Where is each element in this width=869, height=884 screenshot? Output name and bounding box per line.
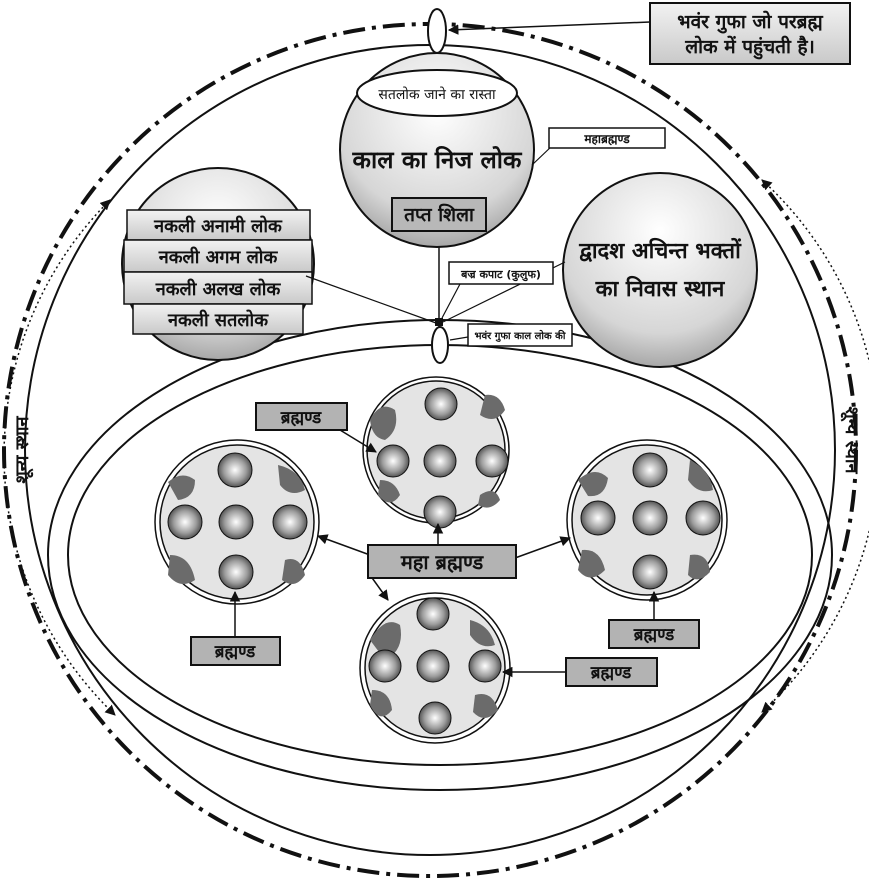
gufa-pointer-line xyxy=(447,21,651,35)
planet xyxy=(217,452,253,488)
mahabrahmand-small-label: महाब्रह्मण्ड xyxy=(583,132,630,146)
bajra-kapat-pointer xyxy=(441,283,461,319)
bhanwar-gufa-kaal-pointer xyxy=(449,336,469,341)
bhanwar-gufa-kaal-label: भवंर गुफा काल लोक की xyxy=(475,329,566,342)
planet xyxy=(218,554,254,590)
dwadash-sphere xyxy=(562,172,758,368)
shunya-sthan-right: शून्य स्थान xyxy=(840,406,862,474)
maha-arrow-bottom xyxy=(369,574,389,601)
planet xyxy=(580,500,616,536)
left-flow-arc xyxy=(3,199,116,716)
planet xyxy=(632,554,668,590)
bajra-kapat-lock xyxy=(435,318,443,326)
shunya-sthan-left: शून्य स्थान xyxy=(12,415,34,483)
maha-arrow-left xyxy=(317,534,371,556)
planet xyxy=(685,500,721,536)
brahmand-label-bottom: ब्रह्मण्ड xyxy=(590,663,632,683)
bhanwar-gufa-top xyxy=(427,8,447,54)
planet xyxy=(423,495,457,529)
planet xyxy=(272,504,308,540)
planet xyxy=(468,649,502,683)
nakli-agam-lok: नकली अगम लोक xyxy=(158,246,279,268)
dwadash-label-2: का निवास स्थान xyxy=(595,275,725,302)
kaal-nij-lok-label: काल का निज लोक xyxy=(352,146,523,174)
nakli-lok-row-4 xyxy=(132,303,304,335)
brahmand-right xyxy=(566,439,728,601)
bhanwar-gufa-kaal-box xyxy=(467,323,573,347)
maha-arrow-right xyxy=(514,536,571,559)
bhanwar-gufa-label-1: भवंर गुफा जो परब्रह्म xyxy=(677,10,823,34)
brahmand-pointer-top xyxy=(339,429,377,453)
tapt-shila-box xyxy=(391,197,487,232)
nakli-alakh-lok: नकली अलख लोक xyxy=(155,278,282,300)
planet xyxy=(416,649,450,683)
nakli-lok-connector xyxy=(305,275,437,324)
planet xyxy=(423,444,457,478)
brahmand-bottom xyxy=(359,592,511,744)
tapt-shila-label: तप्त शिला xyxy=(403,203,475,226)
bhanwar-gufa-kaal xyxy=(431,326,449,364)
nakli-satlok: नकली सतलोक xyxy=(167,309,269,331)
planet xyxy=(368,649,402,683)
satlok-path-label: सतलोक जाने का रास्ता xyxy=(378,86,496,103)
nakli-lok-row-2 xyxy=(123,239,313,273)
nakli-lok-row-3 xyxy=(123,271,313,305)
brahmand-box-top xyxy=(255,402,348,431)
planet xyxy=(632,500,668,536)
planet xyxy=(416,597,450,631)
nakli-anami-lok: नकली अनामी लोक xyxy=(153,215,283,237)
bajra-kapat-label: बज्र कपाट (कुलुफ) xyxy=(460,268,541,282)
planet xyxy=(632,452,668,488)
planet xyxy=(218,504,254,540)
brahmand-label-left: ब्रह्मण्ड xyxy=(214,642,256,662)
bajra-kapat-box xyxy=(448,261,554,285)
planet xyxy=(424,387,458,421)
planet xyxy=(167,504,203,540)
planet xyxy=(418,701,452,735)
dwadash-label-1: द्वादश अचिन्त भक्तों xyxy=(578,237,742,264)
brahmand-box-left xyxy=(190,636,281,666)
mahabrahmand-small-box xyxy=(548,127,666,149)
brahmand-label-right: ब्रह्मण्ड xyxy=(633,625,675,645)
planet xyxy=(376,444,410,478)
nakli-lok-row-1 xyxy=(126,209,311,241)
brahmand-left xyxy=(154,439,320,605)
satlok-path-ellipse xyxy=(356,69,518,117)
maha-brahmand-label: महा ब्रह्मण्ड xyxy=(400,550,485,574)
brahmand-label-top: ब्रह्मण्ड xyxy=(280,408,322,428)
bhanwar-gufa-label-box xyxy=(649,2,851,65)
maha-brahmand-box xyxy=(367,544,517,579)
brahmand-top xyxy=(362,376,510,529)
bhanwar-gufa-label-2: लोक में पहुंचती है। xyxy=(684,35,815,60)
planet xyxy=(475,444,509,478)
